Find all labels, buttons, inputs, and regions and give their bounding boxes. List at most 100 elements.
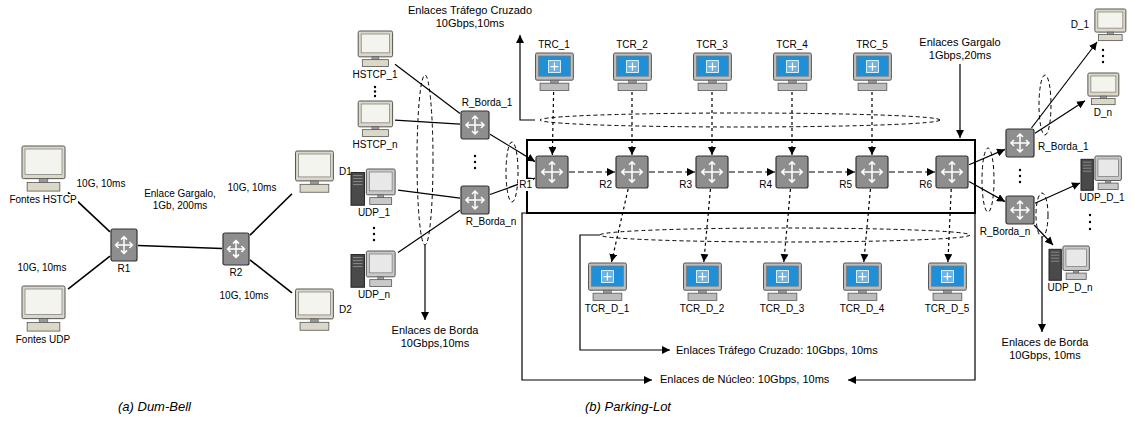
node-label: UDP_1 <box>357 207 391 219</box>
computer-icon <box>532 52 576 92</box>
ellipsis-dot <box>374 90 376 92</box>
subfigure-caption: (b) Parking-Lot <box>585 400 671 413</box>
network-link <box>784 189 791 262</box>
router-icon <box>775 155 809 189</box>
computer-icon <box>585 262 629 302</box>
node-label: D_n <box>1093 107 1113 119</box>
leader-line <box>1041 237 1042 332</box>
router-icon <box>1005 128 1035 158</box>
ellipsis-dot <box>1102 49 1104 51</box>
host-node: D_n <box>1085 72 1121 106</box>
node-label: TCR_3 <box>695 39 729 51</box>
computer-icon <box>292 288 336 332</box>
host-node: TCR_D_2 <box>680 262 724 302</box>
router-node: R1 <box>110 228 138 262</box>
node-label: R_Borda_1 <box>1037 141 1090 153</box>
network-link <box>809 171 855 172</box>
router-node: R2 <box>222 232 250 266</box>
computer-icon <box>355 30 395 68</box>
router-node: R_Borda_1 <box>1005 128 1035 158</box>
computer-icon <box>1048 245 1092 281</box>
node-label: R2 <box>598 179 613 191</box>
router-icon <box>935 155 969 189</box>
computer-icon <box>610 52 654 92</box>
leader-line <box>424 245 425 320</box>
node-label: TRC_5 <box>855 39 889 51</box>
node-label: R1 <box>117 263 132 275</box>
network-link <box>250 260 292 293</box>
ellipsis-dot <box>1102 61 1104 63</box>
ellipsis-dot <box>474 167 476 169</box>
core-box <box>527 140 975 213</box>
node-label: TCR_D_2 <box>679 303 725 315</box>
ellipsis-dot <box>474 155 476 157</box>
router-icon <box>222 232 250 266</box>
ellipsis-dot <box>1089 221 1091 223</box>
host-node: TCR_3 <box>690 52 734 92</box>
ellipsis-dot <box>373 239 375 241</box>
node-label: R5 <box>838 179 853 191</box>
ellipsis-dot <box>1019 181 1021 183</box>
node-label: R_Borda_n <box>465 216 518 228</box>
node-label: HSTCP_n <box>352 139 399 151</box>
network-link <box>1035 183 1080 203</box>
link-group-ellipse <box>600 228 970 242</box>
router-node: R2 <box>615 155 649 189</box>
host-node: Fontes UDP <box>18 285 68 333</box>
link-group-ellipse <box>506 142 518 202</box>
network-link <box>948 189 951 262</box>
ellipsis-dot <box>1089 228 1091 230</box>
host-node: TRC_5 <box>850 52 894 92</box>
computer-icon <box>1085 72 1121 106</box>
node-label: TCR_D_1 <box>584 303 630 315</box>
host-node: TCR_4 <box>770 52 814 92</box>
network-link <box>395 64 460 113</box>
ellipsis-dot <box>1019 169 1021 171</box>
link-label: Enlace Gargalo, 1Gb, 200ms <box>140 188 220 212</box>
host-node: TCR_D_1 <box>585 262 629 302</box>
host-node: TCR_D_4 <box>840 262 884 302</box>
host-node: UDP_n <box>350 250 398 288</box>
computer-icon <box>350 250 398 288</box>
ellipsis-dot <box>374 95 376 97</box>
node-label: R6 <box>918 179 933 191</box>
annotation-label: Enlaces Tráfego Cruzado 10Gbps,10ms <box>400 4 540 30</box>
network-link <box>1031 42 1097 128</box>
subfigure-caption: (a) Dum-Bell <box>118 400 191 413</box>
router-node: R_Borda_n <box>460 185 490 215</box>
annotation-label: Enlaces de Núcleo: 10Gbps, 10ms <box>660 373 829 386</box>
computer-icon <box>355 100 395 138</box>
network-link <box>398 190 460 198</box>
link-label: 10G, 10ms <box>16 262 68 274</box>
computer-icon <box>690 52 734 92</box>
network-link <box>1035 101 1085 134</box>
computer-icon <box>18 285 68 333</box>
leader-line <box>520 35 535 120</box>
host-node: Fontes HSTCP <box>18 145 68 193</box>
computer-icon <box>1080 155 1124 191</box>
node-label: TCR_4 <box>775 39 809 51</box>
computer-icon <box>292 150 336 194</box>
link-group-ellipse <box>982 148 994 212</box>
ellipsis-dot <box>474 161 476 163</box>
router-icon <box>615 155 649 189</box>
router-icon <box>535 155 569 189</box>
node-label: D_1 <box>1070 19 1090 31</box>
router-node: R_Borda_n <box>1005 195 1035 225</box>
host-node: D1 <box>292 150 336 194</box>
link-label: 10G, 10ms <box>218 290 270 302</box>
link-group-ellipse <box>540 113 940 127</box>
network-link <box>569 171 615 172</box>
router-icon <box>460 185 490 215</box>
link-group-ellipse <box>417 75 433 245</box>
computer-icon <box>770 52 814 92</box>
annotation-label: Enlaces Gargalo 1Gbps,20ms <box>910 36 1010 62</box>
host-node: D_1 <box>1092 8 1128 42</box>
node-label: TCR_2 <box>615 39 649 51</box>
ellipsis-dot <box>374 86 376 88</box>
connectors <box>68 42 1097 293</box>
network-link <box>612 189 629 262</box>
link-label: 10G, 10ms <box>75 178 127 190</box>
router-node: R6 <box>935 155 969 189</box>
